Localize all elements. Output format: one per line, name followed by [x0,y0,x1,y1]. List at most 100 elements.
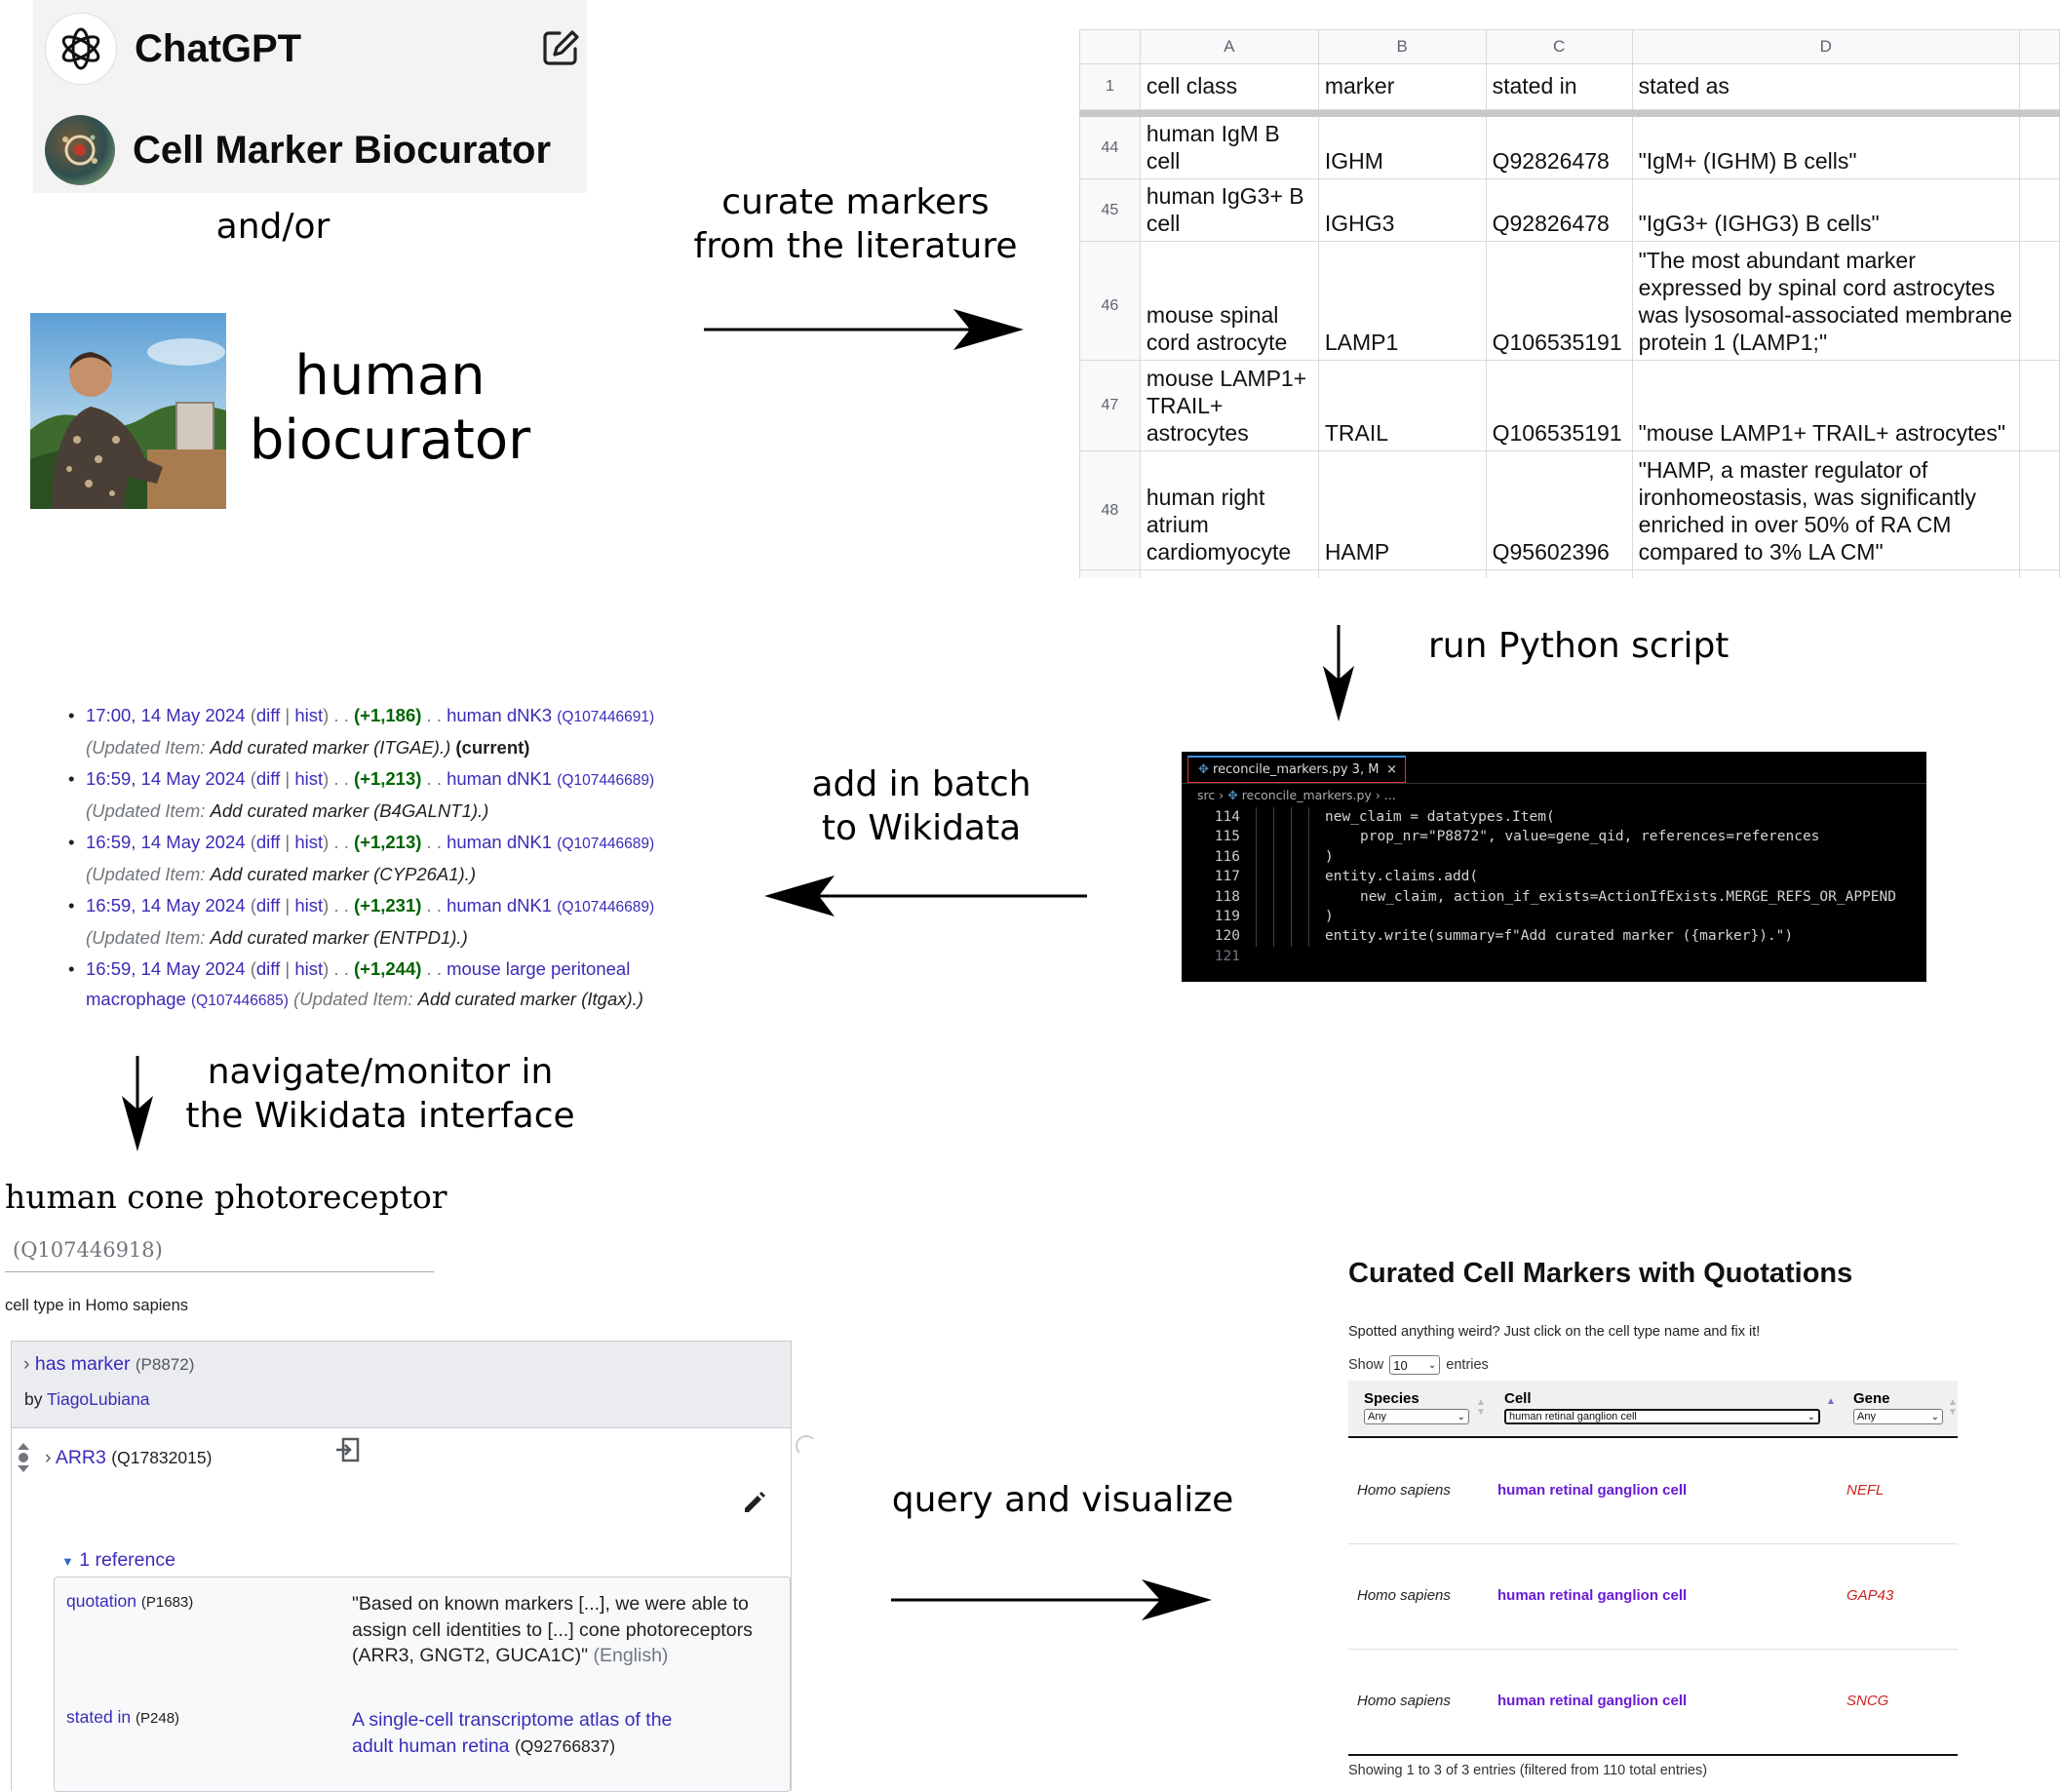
stated-as[interactable]: "The most abundant marker expressed by s… [1631,241,2021,361]
item-link[interactable]: human dNK1 [447,768,553,789]
sheet-cell[interactable] [2019,63,2060,110]
timestamp-link[interactable]: 16:59, 14 May 2024 [86,958,246,979]
timestamp-link[interactable]: 16:59, 14 May 2024 [86,895,246,915]
stated-as[interactable]: "mouse LAMP1+ TRAIL+ astrocytes" [1631,360,2021,451]
value-link[interactable]: ARR3 [55,1447,106,1468]
new-chat-icon[interactable] [540,27,581,72]
corner-cell[interactable] [1079,29,1141,64]
column-header-d[interactable]: D [1631,29,2021,64]
row-number[interactable]: 47 [1079,360,1141,451]
sheet-cell[interactable] [2019,116,2060,179]
diff-link[interactable]: diff [255,768,281,789]
marker[interactable]: HAMP [1317,450,1487,570]
edit-pencil-icon[interactable] [742,1490,767,1520]
column-header-a[interactable]: A [1139,29,1319,64]
item-link[interactable]: human dNK1 [447,832,553,852]
editor-tab[interactable]: ✥ reconcile_markers.py 3, M × [1187,756,1406,783]
sheet-cell[interactable] [2019,178,2060,242]
item-link[interactable]: human dNK3 [447,705,553,725]
header-marker[interactable]: marker [1317,63,1487,110]
row-number[interactable]: 45 [1079,178,1141,242]
gene-filter-select[interactable]: Any⌄ [1853,1409,1943,1424]
row-number[interactable]: 46 [1079,241,1141,361]
cell-type-link[interactable]: human retinal ganglion cell [1497,1693,1688,1709]
row-number[interactable]: 48 [1079,450,1141,570]
stated-in[interactable]: Q92826478 [1485,116,1633,179]
header-cell-class[interactable]: cell class [1139,63,1319,110]
column-species[interactable]: Species Any⌄ [1364,1390,1469,1424]
sheet-cell[interactable] [1139,569,1319,578]
stated-in[interactable]: Q106535191 [1485,241,1633,361]
row-number[interactable]: 44 [1079,116,1141,179]
row-number[interactable] [1079,569,1141,578]
hist-link[interactable]: hist [294,705,324,725]
item-link[interactable]: human dNK1 [447,895,553,915]
hist-link[interactable]: hist [294,895,324,915]
column-header-c[interactable]: C [1485,29,1633,64]
hist-link[interactable]: hist [294,958,324,979]
sort-icon[interactable]: ▲▼ [1948,1397,1958,1418]
cell-class[interactable]: mouse LAMP1+ TRAIL+ astrocytes [1139,360,1319,451]
cell-class[interactable]: mouse spinal cord astrocyte [1139,241,1319,361]
cell-class[interactable]: human IgM B cell [1139,116,1319,179]
user-link[interactable]: TiagoLubiana [47,1389,150,1409]
diff-link[interactable]: diff [255,958,281,979]
column-cell[interactable]: Cell human retinal ganglion cell⌄ [1504,1390,1820,1424]
hist-link[interactable]: hist [294,768,324,789]
sort-ascending-icon[interactable]: ▲ [1826,1396,1836,1407]
chatgpt-row[interactable]: ChatGPT [45,8,301,90]
stated-as[interactable]: "IgM+ (IGHM) B cells" [1631,116,2021,179]
sheet-cell[interactable] [2019,450,2060,570]
header-stated-as[interactable]: stated as [1631,63,2021,110]
marker[interactable]: TRAIL [1317,360,1487,451]
marker[interactable]: LAMP1 [1317,241,1487,361]
diff-link[interactable]: diff [255,832,281,852]
diff-link[interactable]: diff [255,895,281,915]
references-count[interactable]: 1 reference [79,1549,175,1571]
timestamp-link[interactable]: 17:00, 14 May 2024 [86,705,246,725]
close-tab-icon[interactable]: × [1386,762,1397,777]
stated-in-link-cont[interactable]: adult human retina [352,1734,510,1757]
row-number[interactable]: 1 [1079,63,1141,110]
page-size-select[interactable]: 10⌄ [1389,1355,1441,1375]
column-header-e[interactable] [2019,29,2060,64]
species-filter-select[interactable]: Any⌄ [1364,1409,1469,1424]
sort-icon[interactable]: ▲▼ [1476,1397,1486,1418]
cell-type-link[interactable]: human retinal ganglion cell [1497,1587,1688,1604]
sheet-cell[interactable] [1317,569,1487,578]
header-stated-in[interactable]: stated in [1485,63,1633,110]
sheet-cell[interactable] [1631,569,2021,578]
timestamp-link[interactable]: 16:59, 14 May 2024 [86,832,246,852]
sheet-cell[interactable] [1485,569,1633,578]
sheet-cell[interactable] [2019,360,2060,451]
column-gene[interactable]: Gene Any⌄ [1853,1390,1943,1424]
sheet-cell[interactable] [2019,569,2060,578]
gpt-row-cell-marker-biocurator[interactable]: Cell Marker Biocurator [45,109,551,191]
references-toggle[interactable]: ▼ 1 reference [61,1549,175,1572]
stated-in[interactable]: Q92826478 [1485,178,1633,242]
sheet-cell[interactable] [2019,241,2060,361]
diff-link[interactable]: diff [255,705,281,725]
timestamp-link[interactable]: 16:59, 14 May 2024 [86,768,246,789]
item-link[interactable]: mouse large peritoneal macrophage [86,958,631,1009]
cell-type-link[interactable]: human retinal ganglion cell [1497,1482,1688,1499]
export-icon[interactable] [334,1436,362,1468]
stated-as[interactable]: "IgG3+ (IGHG3) B cells" [1631,178,2021,242]
stated-in[interactable]: Q106535191 [1485,360,1633,451]
rank-selector-icon[interactable] [15,1441,32,1479]
marker[interactable]: IGHG3 [1317,178,1487,242]
property-link[interactable]: has marker [34,1353,131,1375]
breadcrumb-src[interactable]: src [1197,788,1216,802]
stated-in[interactable]: Q95602396 [1485,450,1633,570]
column-header-b[interactable]: B [1317,29,1487,64]
cell-class[interactable]: human right atrium cardiomyocyte [1139,450,1319,570]
stated-in-property-link[interactable]: stated in [66,1707,132,1727]
breadcrumb-file[interactable]: reconcile_markers.py [1241,788,1372,802]
cell-class[interactable]: human IgG3+ B cell [1139,178,1319,242]
hist-link[interactable]: hist [294,832,324,852]
breadcrumb-symbol[interactable]: ... [1383,788,1396,802]
stated-in-link[interactable]: A single-cell transcriptome atlas of the [352,1709,673,1731]
quotation-property-link[interactable]: quotation [66,1591,137,1611]
cell-filter-select[interactable]: human retinal ganglion cell⌄ [1504,1409,1820,1424]
